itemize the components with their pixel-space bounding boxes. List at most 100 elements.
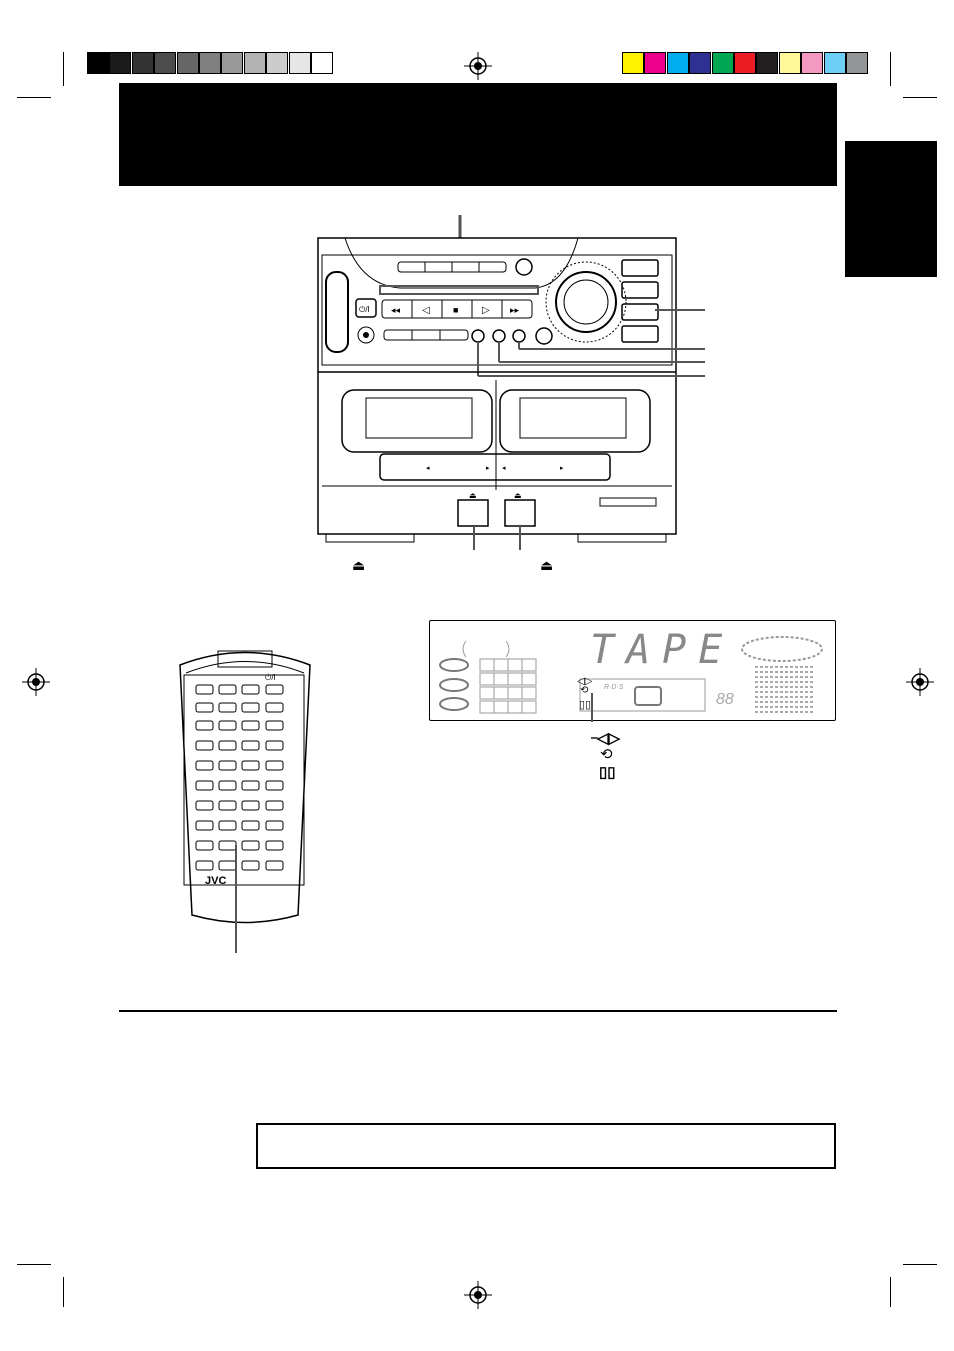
spectrum-segment (800, 686, 803, 688)
spectrum-segment (765, 696, 768, 698)
display-mode-text: TAPE (590, 627, 735, 673)
spectrum-segment (785, 666, 788, 668)
remote-button (241, 740, 260, 751)
remote-button (241, 860, 260, 871)
spectrum-segment (780, 671, 783, 673)
spectrum-segment (755, 696, 758, 698)
spectrum-segment (810, 691, 813, 693)
spectrum-segment (795, 686, 798, 688)
spectrum-segment (755, 681, 758, 683)
display-counter-text: 88 (716, 691, 734, 708)
spectrum-segment (755, 666, 758, 668)
note-box (256, 1123, 836, 1169)
color-swatch (221, 52, 244, 74)
remote-button (265, 760, 284, 771)
color-swatch (622, 52, 644, 74)
spectrum-segment (760, 696, 763, 698)
spectrum-segment (800, 691, 803, 693)
remote-button (265, 702, 284, 713)
remote-button (218, 820, 237, 831)
remote-button (195, 840, 214, 851)
spectrum-segment (780, 701, 783, 703)
spectrum-segment (790, 696, 793, 698)
crop-mark (63, 1277, 64, 1307)
spectrum-segment (775, 676, 778, 678)
crop-mark (890, 52, 891, 86)
spectrum-segment (795, 691, 798, 693)
remote-button (218, 800, 237, 811)
spectrum-segment (785, 681, 788, 683)
remote-button (218, 740, 237, 751)
remote-power-label: ⏻/I (265, 673, 276, 682)
remote-button (241, 684, 260, 695)
spectrum-segment (775, 666, 778, 668)
spectrum-segment (755, 691, 758, 693)
svg-text:◂: ◂ (502, 465, 506, 472)
spectrum-segment (790, 676, 793, 678)
spectrum-segment (760, 676, 763, 678)
remote-button (195, 740, 214, 751)
page-header-bar (119, 83, 837, 186)
svg-text:◁: ◁ (422, 305, 430, 316)
spectrum-segment (755, 706, 758, 708)
spectrum-segment (765, 671, 768, 673)
spectrum-segment (810, 686, 813, 688)
spectrum-segment (785, 691, 788, 693)
svg-text:⏏: ⏏ (514, 491, 522, 500)
spectrum-segment (790, 706, 793, 708)
remote-button (195, 860, 214, 871)
spectrum-segment (755, 686, 758, 688)
spectrum-segment (805, 676, 808, 678)
color-swatch (734, 52, 756, 74)
spectrum-segment (805, 701, 808, 703)
spectrum-segment (795, 666, 798, 668)
spectrum-segment (795, 701, 798, 703)
color-swatch (311, 52, 333, 74)
svg-text:▸: ▸ (486, 465, 490, 472)
spectrum-segment (770, 686, 773, 688)
spectrum-segment (765, 666, 768, 668)
reverse-mode-icon: ◁▷ (597, 730, 621, 747)
spectrum-segment (800, 676, 803, 678)
remote-button (265, 800, 284, 811)
spectrum-segment (760, 681, 763, 683)
registration-target-icon (464, 1281, 492, 1309)
spectrum-segment (760, 671, 763, 673)
remote-button (218, 780, 237, 791)
spectrum-segment (770, 666, 773, 668)
spectrum-segment (810, 681, 813, 683)
spectrum-segment (770, 676, 773, 678)
remote-button (265, 840, 284, 851)
color-swatch (176, 52, 199, 74)
remote-button (195, 820, 214, 831)
spectrum-segment (770, 671, 773, 673)
svg-text:▸▸: ▸▸ (510, 305, 520, 315)
spectrum-segment (800, 671, 803, 673)
remote-button (195, 780, 214, 791)
spectrum-segment (760, 706, 763, 708)
color-swatch (823, 52, 846, 74)
spectrum-segment (780, 706, 783, 708)
spectrum-segment (805, 681, 808, 683)
eject-a-icon: ⏏ (352, 557, 366, 573)
remote-button (195, 760, 214, 771)
svg-text:▷: ▷ (482, 305, 490, 316)
spectrum-segment (770, 696, 773, 698)
spectrum-segment (795, 681, 798, 683)
spectrum-segment (805, 691, 808, 693)
color-swatch (109, 52, 132, 74)
color-swatch (131, 52, 154, 74)
color-swatch (288, 52, 311, 74)
spectrum-segment (785, 686, 788, 688)
spectrum-segment (760, 666, 763, 668)
display-repeat-icon: ⟲ (580, 685, 589, 696)
crop-mark (63, 52, 64, 86)
spectrum-segment (800, 706, 803, 708)
eject-b-icon: ⏏ (540, 557, 554, 573)
spectrum-segment (775, 706, 778, 708)
spectrum-segment (810, 701, 813, 703)
spectrum-segment (760, 691, 763, 693)
registration-target-icon (22, 668, 50, 696)
spectrum-segment (780, 711, 783, 713)
color-swatch (243, 52, 266, 74)
